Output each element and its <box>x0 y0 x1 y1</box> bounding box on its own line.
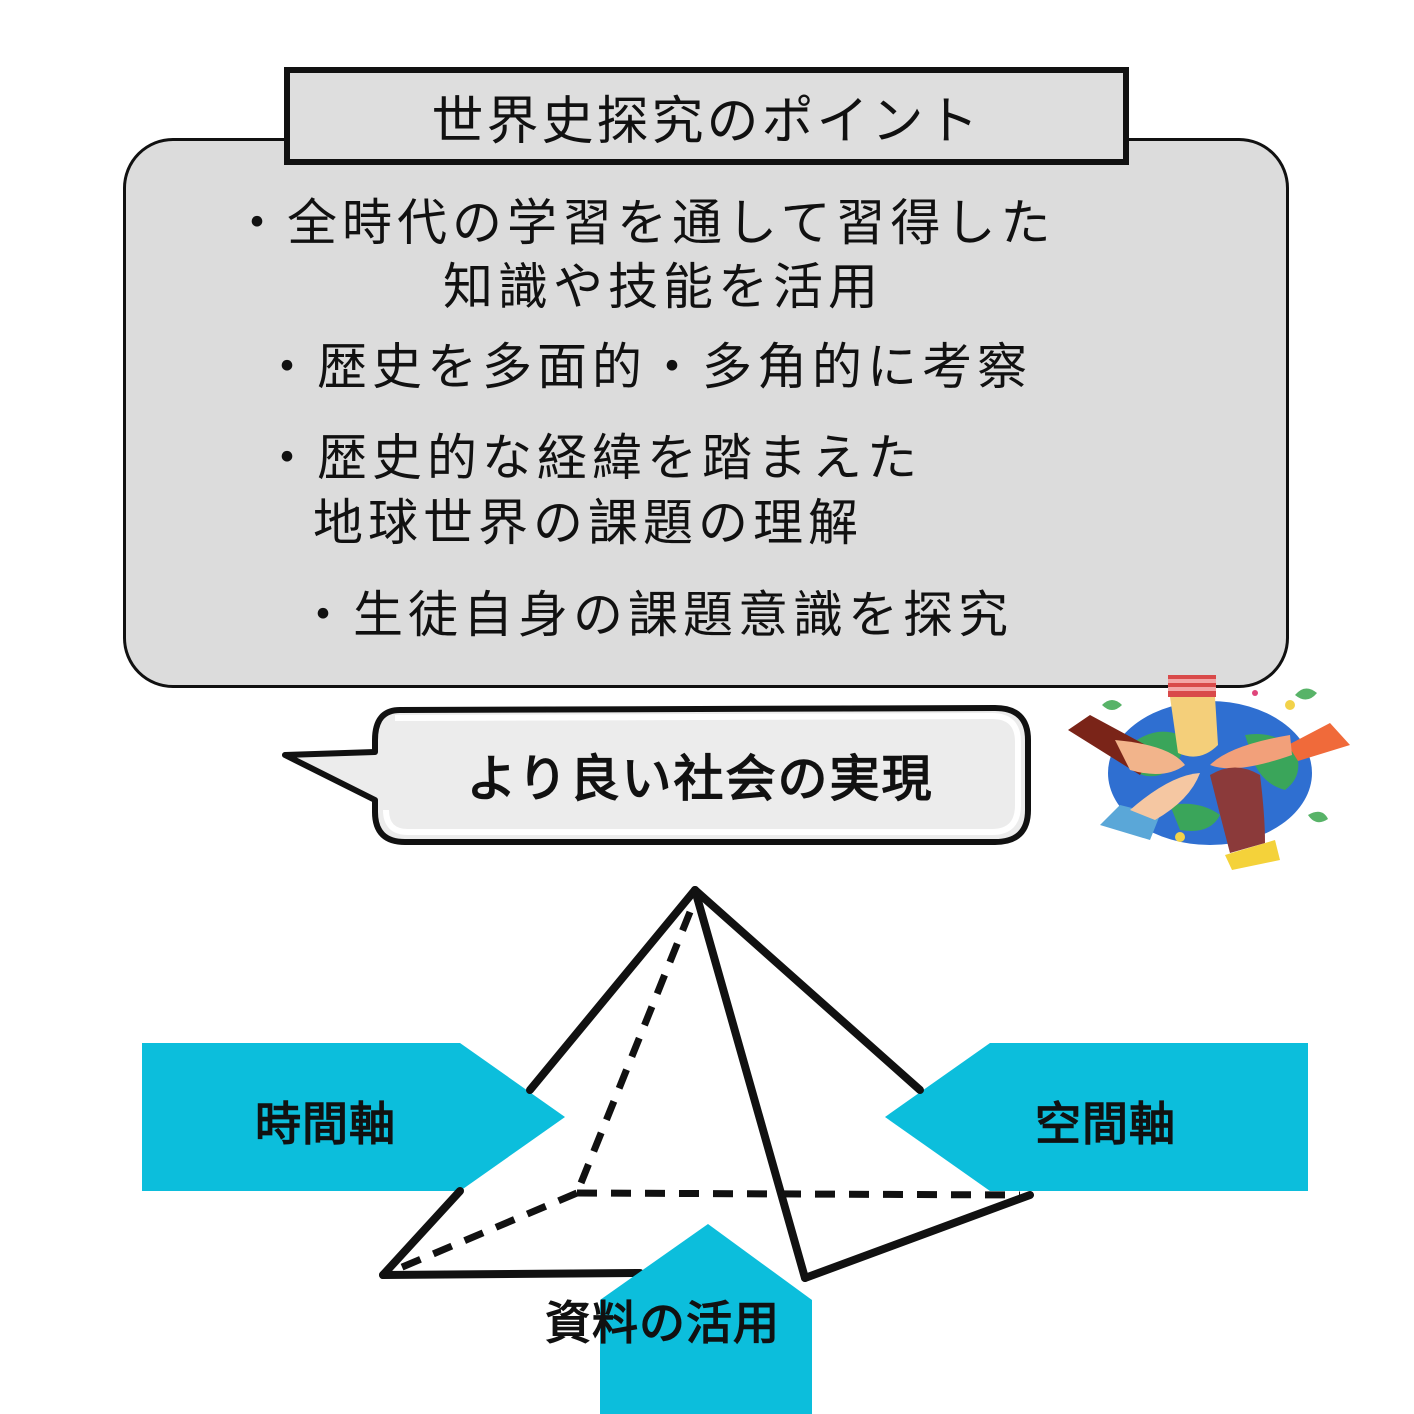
hands-over-globe-icon <box>1068 675 1350 870</box>
left-arrow <box>142 1043 565 1191</box>
point-2-line-1: ・歴史を多面的・多角的に考察 <box>262 338 1032 396</box>
left-arrow-label: 時間軸 <box>255 1097 396 1151</box>
point-3-line-2: 地球世界の課題の理解 <box>313 494 863 552</box>
page-title: 世界史探究のポイント <box>284 67 1129 165</box>
right-arrow <box>885 1043 1308 1191</box>
points-box <box>123 138 1289 688</box>
right-arrow-label: 空間軸 <box>1035 1097 1176 1151</box>
point-1-line-2: 知識や技能を活用 <box>443 258 883 316</box>
bottom-arrow <box>600 1224 812 1414</box>
pyramid-shape <box>379 886 1034 1282</box>
bubble-text: より良い社会の実現 <box>466 750 934 808</box>
point-4-line-1: ・生徒自身の課題意識を探究 <box>298 586 1013 644</box>
pyramid-hidden-edges <box>398 910 1021 1272</box>
point-1-line-1: ・全時代の学習を通して習得した <box>232 194 1056 252</box>
speech-bubble <box>282 705 1031 845</box>
point-3-line-1: ・歴史的な経緯を踏まえた <box>262 429 922 487</box>
bottom-arrow-label: 資料の活用 <box>545 1296 780 1350</box>
